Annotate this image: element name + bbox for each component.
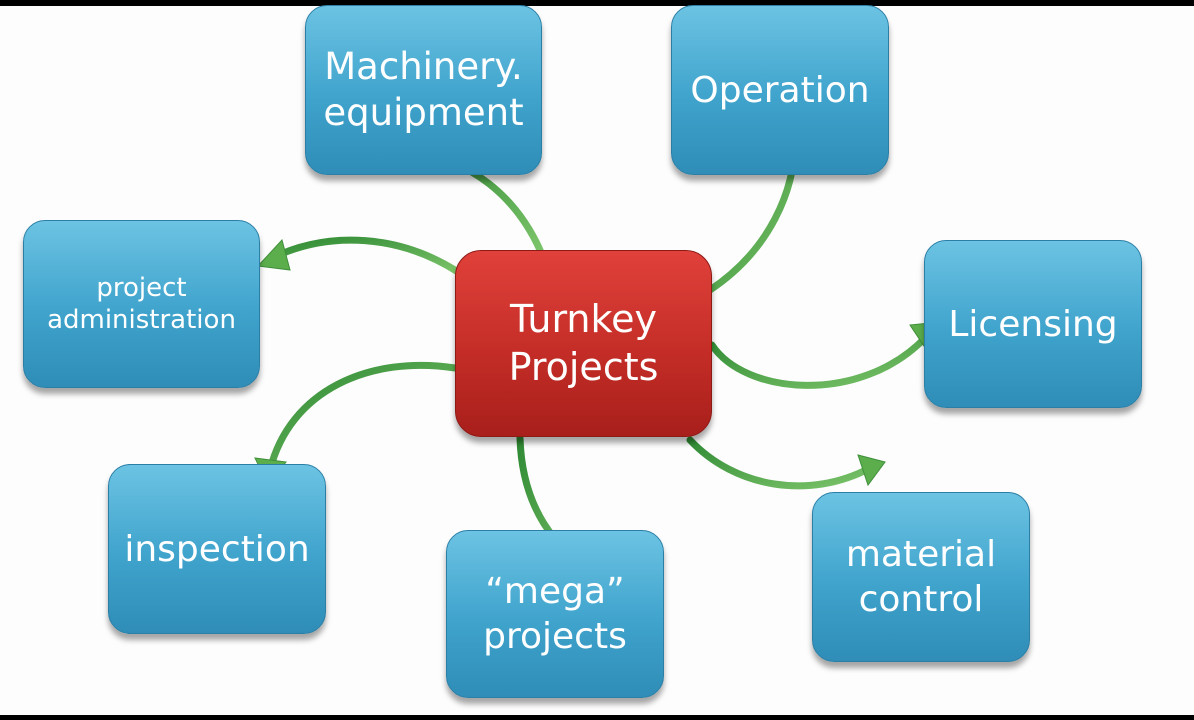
node-turnkey-projects: Turnkey Projects [455,250,712,437]
node-machinery-equipment: Machinery. equipment [305,5,542,175]
top-border [0,0,1194,6]
node-mega-projects: “mega” projects [446,530,664,698]
node-label: “mega” projects [483,571,627,657]
node-licensing: Licensing [924,240,1142,408]
center-label: Turnkey Projects [508,297,659,389]
node-label: Licensing [948,303,1118,345]
node-project-administration: project administration [23,220,260,388]
node-label: project administration [47,272,236,336]
node-label: inspection [124,528,310,570]
node-label: material control [845,534,997,620]
node-operation: Operation [671,5,889,175]
node-material-control: material control [812,492,1030,662]
node-inspection: inspection [108,464,326,634]
node-label: Machinery. equipment [323,44,524,134]
node-label: Operation [690,69,870,111]
bottom-border [0,715,1194,720]
